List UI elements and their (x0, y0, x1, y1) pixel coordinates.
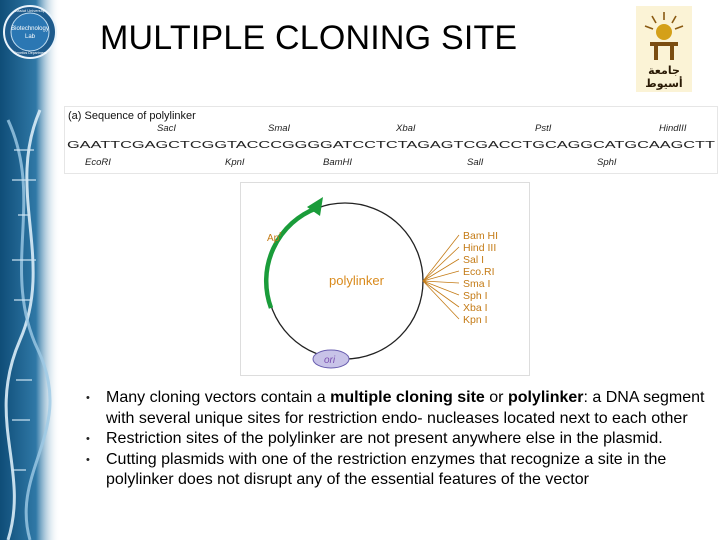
logo-mid-text-2: Lab (25, 34, 36, 40)
biotechnology-lab-seal-icon: Assiut University Biotechnology Lab Gene… (3, 5, 57, 59)
bullet-marker: • (86, 453, 90, 466)
bold-term-polylinker: polylinker (507, 389, 584, 406)
resistance-gene-arc (263, 205, 318, 309)
enzyme-label-sma-i: Sma I (463, 278, 490, 290)
logo-mid-text-1: Biotechnology (11, 26, 49, 32)
enzyme-label-eco-ri: Eco.RI (463, 266, 495, 278)
enzyme-label-xba-i: Xba I (463, 302, 488, 314)
origin-label: ori (324, 355, 336, 366)
polylinker-sequence-figure: (a) Sequence of polylinker SacI SmaI Xba… (64, 106, 718, 174)
logo-arabic-text-2: أسيوط (645, 76, 682, 90)
enzyme-label-hind-iii: Hind III (463, 242, 496, 254)
enzyme-label-sph-i: Sph I (463, 290, 488, 302)
enzyme-label-kpn-i: Kpn I (463, 314, 488, 326)
bullet-item: • Restriction sites of the polylinker ar… (86, 429, 714, 450)
bullet-marker: • (86, 433, 90, 445)
site-label-xba-i: XbaI (395, 123, 416, 134)
polylinker-sequence: GAATTCGAGCTCGGTACCCGGGGATCCTCTAGAGTCGACC… (67, 140, 716, 151)
site-label-kpn-i: KpnI (225, 157, 245, 168)
bold-term-multiple-cloning-site: multiple cloning site (330, 389, 485, 406)
bullet-text: Restriction sites of the polylinker are … (106, 430, 663, 447)
logo-top-text: Assiut University (15, 8, 45, 13)
site-label-sma-i: SmaI (268, 123, 291, 134)
bullet-text: Many cloning vectors contain a multiple … (106, 389, 705, 427)
origin-marker (312, 349, 350, 369)
bullet-marker: • (86, 392, 90, 404)
plasmid-map-figure: Apr polylinker Bam HI Hind III Sal I Eco… (240, 182, 530, 376)
site-label-sph-i: SphI (597, 157, 617, 168)
polylinker-caption: (a) Sequence of polylinker (68, 110, 196, 122)
site-label-hind-iii: HindIII (659, 123, 687, 134)
assiut-university-logo-icon: جامعة أسيوط (636, 6, 692, 92)
bullet-item: • Cutting plasmids with one of the restr… (86, 450, 714, 491)
bullet-list: • Many cloning vectors contain a multipl… (86, 388, 714, 491)
marker-label: Apr (267, 231, 282, 244)
bullet-text: Cutting plasmids with one of the restric… (106, 450, 667, 489)
enzyme-label-bam-hi: Bam HI (463, 230, 498, 242)
resistance-arrowhead-icon (307, 197, 323, 216)
polylinker-center-label: polylinker (329, 273, 385, 288)
site-label-sac-i: SacI (157, 123, 176, 134)
site-label-pst-i: PstI (535, 123, 552, 134)
logo-arabic-text-1: جامعة (648, 65, 680, 77)
site-label-bam-hi: BamHI (323, 157, 352, 168)
slide-title: MULTIPLE CLONING SITE (100, 19, 518, 57)
site-label-sal-i: SalI (467, 157, 484, 168)
bullet-item: • Many cloning vectors contain a multipl… (86, 388, 714, 429)
logo-bottom-text: Genetics Department (13, 51, 46, 55)
site-label-eco-ri: EcoRI (85, 157, 111, 168)
dna-helix-decoration (0, 0, 60, 540)
enzyme-label-sal-i: Sal I (463, 254, 484, 266)
enzyme-leader-lines (422, 234, 460, 320)
